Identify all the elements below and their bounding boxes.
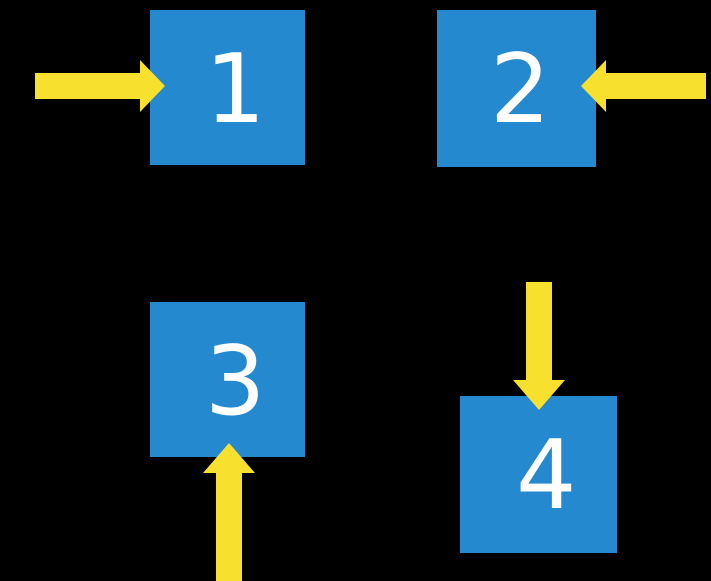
node-box-1[interactable] <box>150 10 305 165</box>
arrow-down-into-node-4 <box>513 282 565 412</box>
node-box-2[interactable] <box>437 10 596 167</box>
node-box-4[interactable] <box>460 396 617 553</box>
arrow-right-into-node-1 <box>35 60 165 112</box>
node-box-3[interactable] <box>150 302 305 457</box>
arrow-left-into-node-2 <box>581 60 706 112</box>
arrow-up-into-node-3 <box>203 441 255 581</box>
